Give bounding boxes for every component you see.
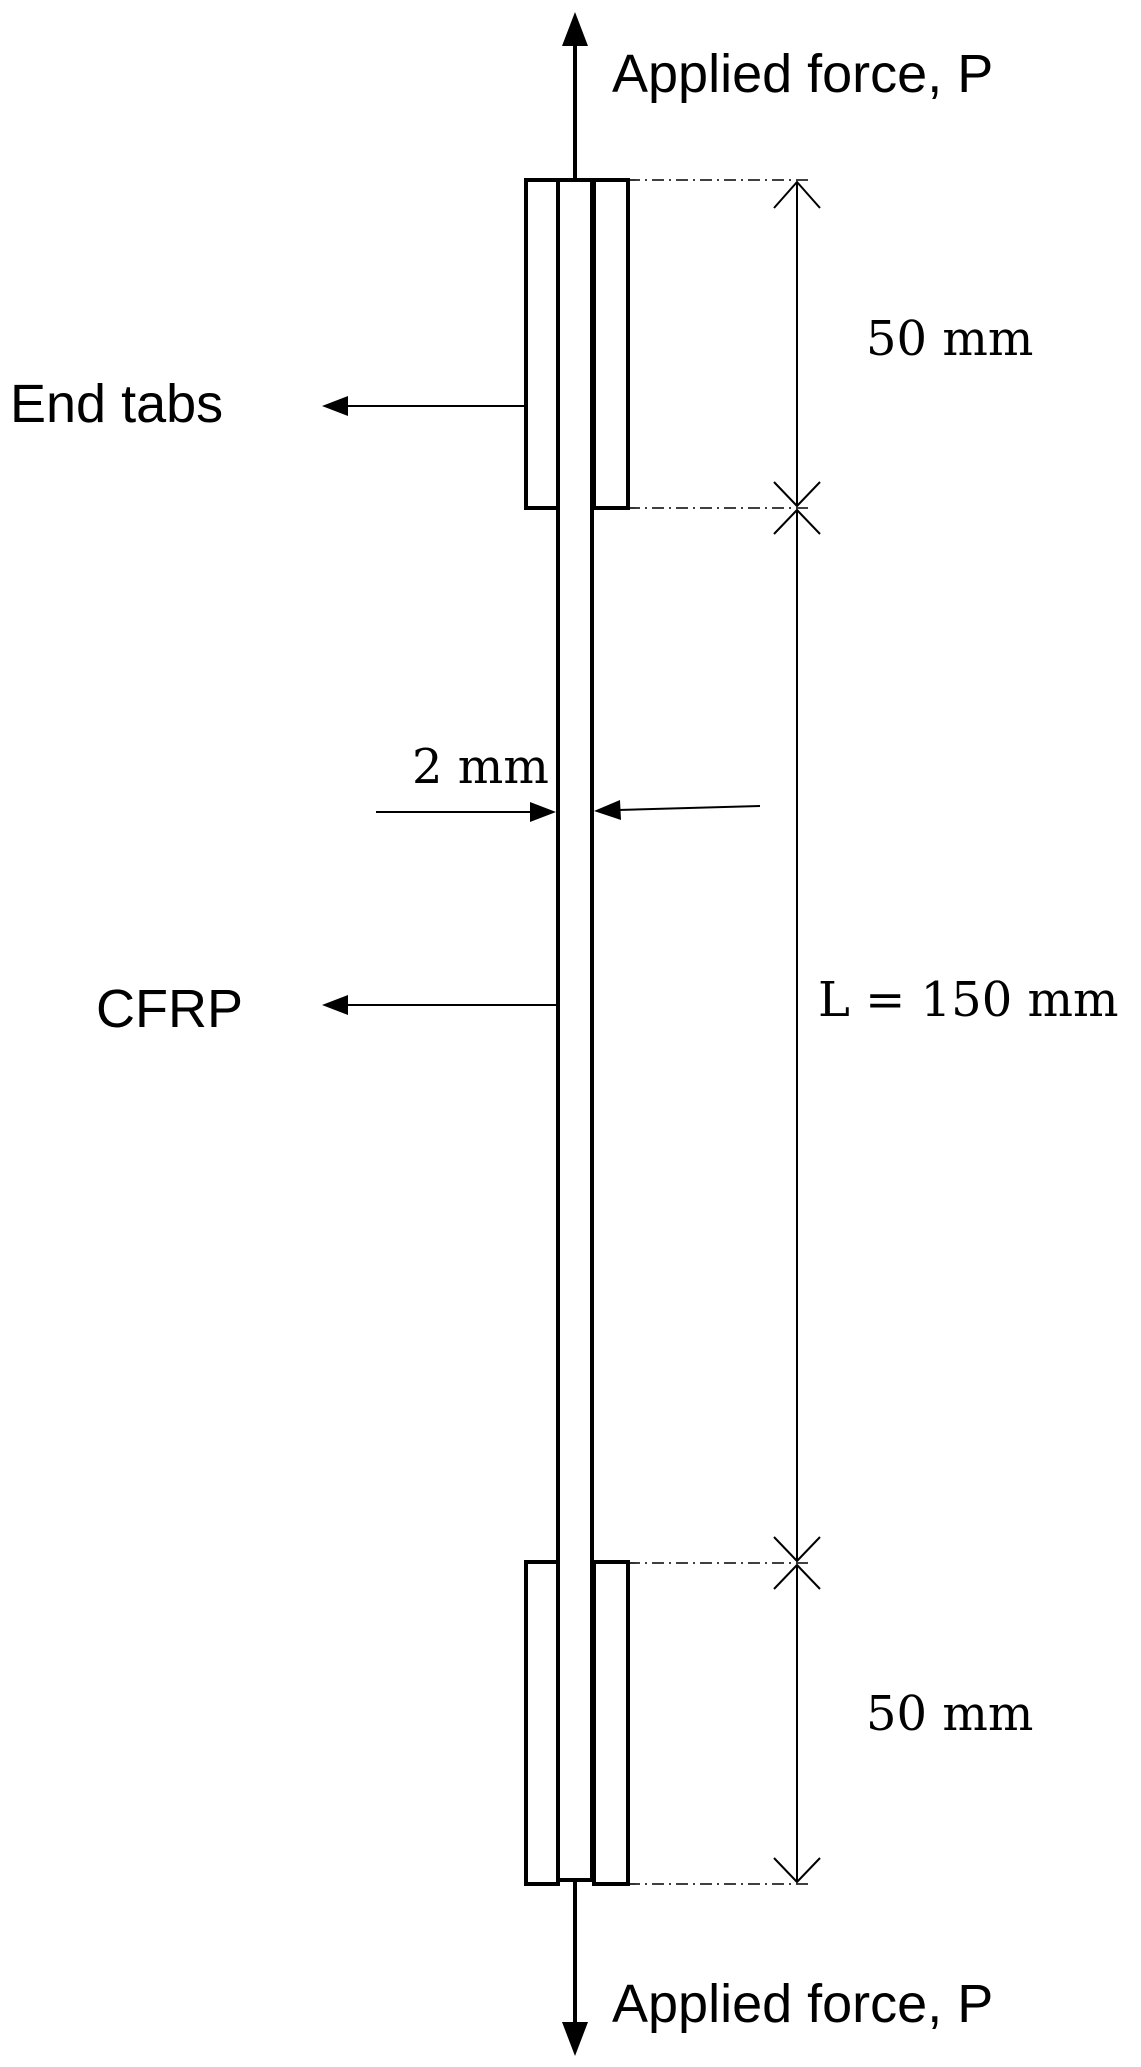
thickness-right-arrow	[594, 800, 761, 820]
cfrp-label: CFRP	[96, 979, 243, 1039]
cfrp-strip	[556, 178, 594, 1882]
gauge-length-dimension-line	[773, 508, 821, 1563]
thickness-label: 2 mm	[412, 739, 549, 795]
top-force-arrow	[562, 12, 588, 178]
top-right-end-tab	[592, 178, 630, 510]
bottom-right-end-tab	[592, 1560, 630, 1886]
top-tab-length-label: 50 mm	[866, 311, 1033, 367]
bottom-tab-length-label: 50 mm	[866, 1686, 1033, 1742]
bottom-force-arrow	[562, 1880, 588, 2056]
top-left-end-tab	[524, 178, 560, 510]
bottom-force-label: Applied force, P	[612, 1974, 993, 2034]
thickness-left-arrow	[376, 802, 556, 822]
cfrp-pointer-arrow	[322, 995, 556, 1015]
end-tabs-pointer-arrow	[322, 396, 524, 416]
top-force-label: Applied force, P	[612, 44, 993, 104]
top-tab-dimension-line	[773, 180, 821, 508]
gauge-length-label: L = 150 mm	[818, 972, 1119, 1028]
bottom-left-end-tab	[524, 1560, 560, 1886]
bottom-tab-dimension-line	[773, 1563, 821, 1884]
extension-lines	[628, 179, 808, 1885]
end-tabs-label: End tabs	[10, 374, 223, 434]
